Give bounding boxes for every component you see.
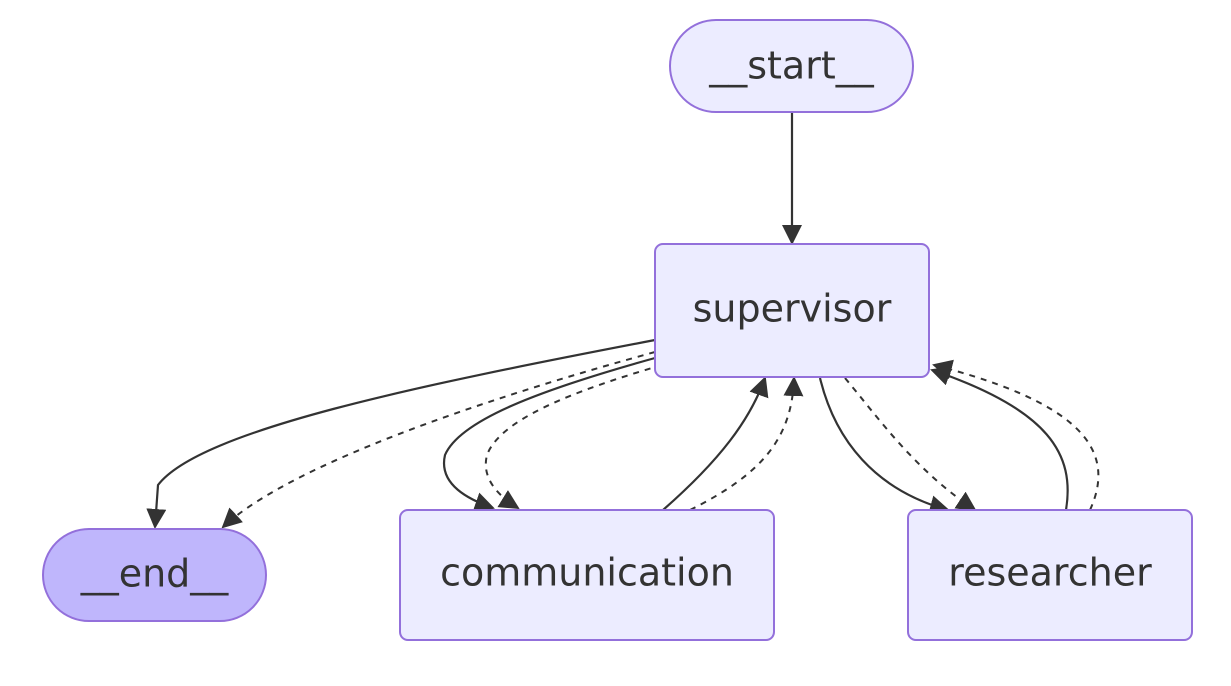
node-communication-shape (399, 509, 775, 641)
edge-communication-to-supervisor-dashed (689, 376, 804, 511)
node-researcher[interactable]: researcher (907, 509, 1193, 641)
edge-supervisor-to-end-solid (146, 338, 656, 529)
node-start[interactable]: __start__ (669, 19, 914, 113)
node-end-label: __end__ (80, 552, 230, 596)
edges (146, 113, 1100, 529)
edge-researcher-to-supervisor-solid (930, 366, 1069, 511)
node-supervisor-shape (654, 243, 930, 378)
node-researcher-label: researcher (948, 551, 1152, 595)
node-end-shape (42, 528, 267, 622)
node-communication-label: communication (440, 551, 734, 595)
edge-communication-to-supervisor-solid (662, 376, 769, 511)
node-end[interactable]: __end__ (42, 528, 267, 622)
node-researcher-shape (907, 509, 1193, 641)
edge-supervisor-to-end-dashed (221, 351, 656, 529)
edge-supervisor-to-researcher-solid (818, 377, 950, 515)
node-supervisor-label: supervisor (693, 287, 892, 331)
edge-supervisor-to-researcher-dashed (844, 377, 977, 512)
edge-researcher-to-supervisor-dashed (932, 359, 1100, 511)
node-supervisor[interactable]: supervisor (654, 243, 930, 378)
node-communication[interactable]: communication (399, 509, 775, 641)
edge-supervisor-to-communication-solid (442, 356, 656, 512)
node-start-label: __start__ (708, 44, 875, 88)
node-start-shape (669, 19, 914, 113)
edge-supervisor-to-communication-dashed (484, 364, 663, 510)
